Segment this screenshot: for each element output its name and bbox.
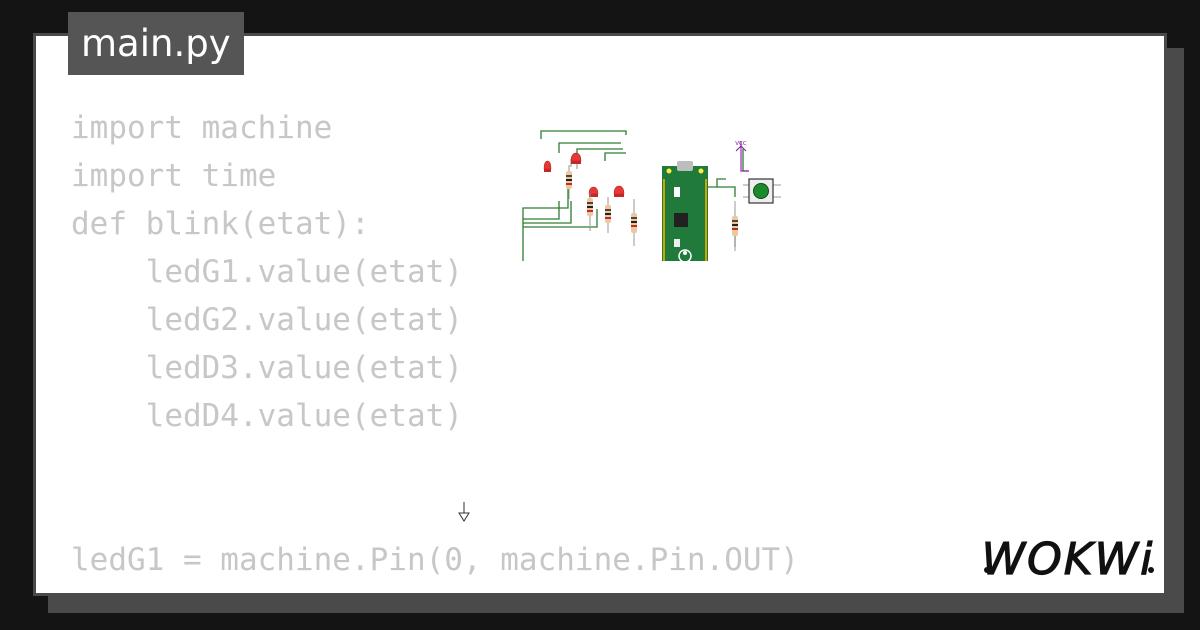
code-line: def blink(etat): [71,206,370,242]
wokwi-logo: WOKWi [981,533,1155,586]
vcc-symbol: VCC [735,141,747,152]
wires [522,130,749,261]
vcc-label: VCC [735,141,747,147]
code-line: ledG1 = machine.Pin(0, machine.Pin.OUT) [71,542,799,578]
code-editor: import machine import time def blink(etat)… [71,104,799,593]
resistor-2 [587,193,593,231]
circuit-diagram: VCC [522,130,781,261]
code-line: ledD3.value(etat) [71,350,463,386]
code-line [71,488,799,536]
pushbutton [743,178,781,204]
preview-card: import machine import time def blink(etat)… [33,33,1167,596]
ground-symbol-3 [458,502,470,522]
resistor-4 [631,199,637,246]
resistor-1 [566,165,572,199]
code-line: ledG2 = machine.Pin(1, machine.Pin.OUT) [71,584,799,593]
raspberry-pi-pico-board [662,161,708,261]
red-led-3 [588,186,599,197]
code-line: import time [71,158,277,194]
code-line: ledG1.value(etat) [71,254,463,290]
code-line: ledD4.value(etat) [71,398,463,434]
vcc-wire [740,141,749,172]
code-line: import machine [71,110,333,146]
wokwi-logo-text: WOKWi [982,534,1155,585]
code-line: ledG2.value(etat) [71,302,463,338]
red-led-2 [543,160,552,172]
code-line [71,440,799,488]
resistor-3 [605,197,611,233]
file-tab[interactable]: main.py [68,12,244,75]
red-led-4 [613,185,625,197]
resistor-5 [732,201,738,251]
red-led-1 [570,152,582,169]
